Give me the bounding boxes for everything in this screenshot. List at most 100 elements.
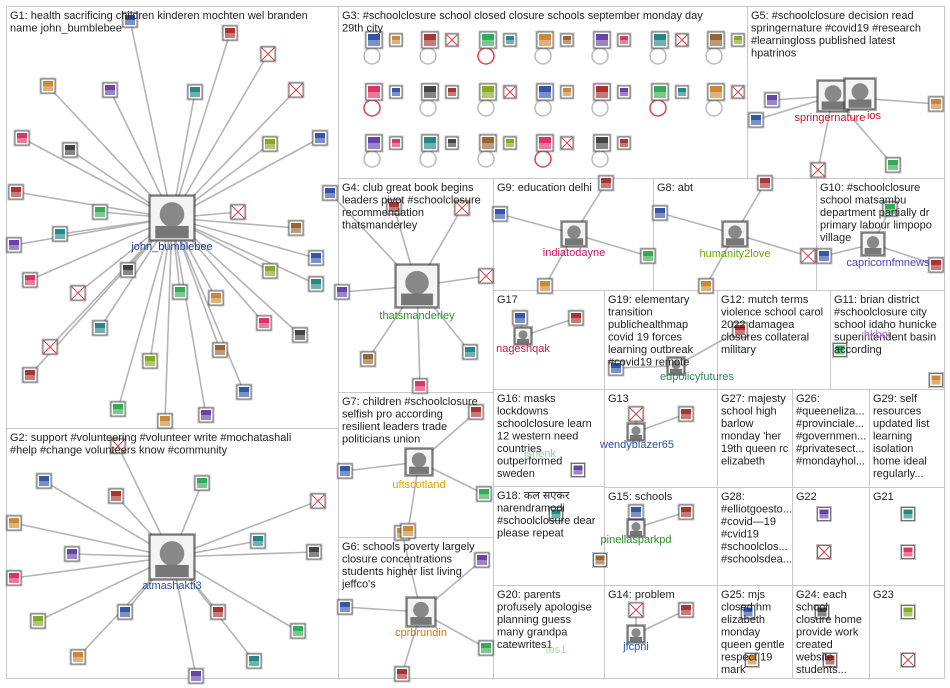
node-springernature-1[interactable] bbox=[809, 161, 827, 179]
node-g3-3[interactable] bbox=[535, 30, 555, 50]
node-atmashakti3-14[interactable] bbox=[187, 667, 205, 685]
node-john_bumblebee-14[interactable] bbox=[5, 236, 23, 254]
node-g3-2[interactable] bbox=[478, 30, 498, 50]
hub-jfcpni[interactable] bbox=[626, 624, 646, 644]
node-thatsmanderley-4[interactable] bbox=[333, 283, 351, 301]
node-humanity2love-3[interactable] bbox=[697, 277, 715, 295]
node-misc-9[interactable] bbox=[822, 652, 838, 668]
node-john_bumblebee-18[interactable] bbox=[119, 261, 137, 279]
node-misc-0[interactable] bbox=[832, 342, 848, 358]
node-thatsmanderley-5[interactable] bbox=[461, 343, 479, 361]
node-wendyblazer65-0[interactable] bbox=[627, 405, 645, 423]
hub-pinellasparkpd[interactable] bbox=[626, 518, 646, 538]
hub-indiatodayne[interactable] bbox=[560, 220, 588, 248]
node-g3-17[interactable] bbox=[535, 133, 555, 153]
node-john_bumblebee-27[interactable] bbox=[255, 314, 273, 332]
node-g3b-2[interactable] bbox=[502, 32, 518, 48]
node-john_bumblebee-4[interactable] bbox=[101, 81, 119, 99]
node-atmashakti3-13[interactable] bbox=[69, 648, 87, 666]
node-g3-0[interactable] bbox=[364, 30, 384, 50]
hub-hpatrinos_partial[interactable] bbox=[843, 77, 877, 111]
node-john_bumblebee-30[interactable] bbox=[235, 383, 253, 401]
node-atmashakti3-11[interactable] bbox=[209, 603, 227, 621]
node-g3b-1[interactable] bbox=[444, 32, 460, 48]
node-g3-1[interactable] bbox=[420, 30, 440, 50]
node-atmashakti3-9[interactable] bbox=[29, 612, 47, 630]
node-g3-16[interactable] bbox=[478, 133, 498, 153]
node-john_bumblebee-8[interactable] bbox=[61, 141, 79, 159]
node-g3-9[interactable] bbox=[478, 82, 498, 102]
node-john_bumblebee-19[interactable] bbox=[261, 262, 279, 280]
node-g3b-9[interactable] bbox=[502, 84, 518, 100]
node-john_bumblebee-24[interactable] bbox=[41, 338, 59, 356]
node-john_bumblebee-32[interactable] bbox=[109, 400, 127, 418]
hub-springernature[interactable] bbox=[816, 79, 850, 113]
node-uftscotland-3[interactable] bbox=[399, 522, 417, 540]
node-springernature-3[interactable] bbox=[927, 95, 945, 113]
node-g3-7[interactable] bbox=[364, 82, 384, 102]
node-atmashakti3-8[interactable] bbox=[305, 543, 323, 561]
node-misc-8[interactable] bbox=[740, 604, 756, 620]
node-john_bumblebee-0[interactable] bbox=[121, 11, 139, 29]
node-capricornfmnews-0[interactable] bbox=[815, 247, 833, 265]
node-uftscotland-2[interactable] bbox=[475, 485, 493, 503]
node-john_bumblebee-6[interactable] bbox=[287, 81, 305, 99]
node-john_bumblebee-33[interactable] bbox=[156, 412, 174, 430]
node-uftscotland-0[interactable] bbox=[336, 462, 354, 480]
node-misc-13[interactable] bbox=[548, 506, 564, 522]
node-indiatodayne-2[interactable] bbox=[639, 247, 657, 265]
node-humanity2love-1[interactable] bbox=[756, 174, 774, 192]
node-pinellasparkpd-0[interactable] bbox=[627, 503, 645, 521]
node-john_bumblebee-1[interactable] bbox=[221, 24, 239, 42]
node-nageshqak-0[interactable] bbox=[511, 309, 529, 327]
node-thatsmanderley-3[interactable] bbox=[477, 267, 495, 285]
hub-humanity2love[interactable] bbox=[721, 220, 749, 248]
node-g3b-12[interactable] bbox=[674, 84, 690, 100]
node-john_bumblebee-3[interactable] bbox=[39, 77, 57, 95]
node-g3b-14[interactable] bbox=[388, 135, 404, 151]
node-misc-11[interactable] bbox=[744, 652, 760, 668]
node-g3b-15[interactable] bbox=[444, 135, 460, 151]
node-atmashakti3-2[interactable] bbox=[193, 474, 211, 492]
node-g3-8[interactable] bbox=[420, 82, 440, 102]
node-atmashakti3-10[interactable] bbox=[116, 603, 134, 621]
node-g3b-11[interactable] bbox=[616, 84, 632, 100]
node-thatsmanderley-2[interactable] bbox=[453, 199, 471, 217]
node-thatsmanderley-0[interactable] bbox=[321, 184, 339, 202]
node-uftscotland-1[interactable] bbox=[467, 403, 485, 421]
node-atmashakti3-6[interactable] bbox=[309, 492, 327, 510]
node-g3b-13[interactable] bbox=[730, 84, 746, 100]
node-atmashakti3-16[interactable] bbox=[109, 437, 127, 455]
node-springernature-0[interactable] bbox=[747, 111, 765, 129]
node-john_bumblebee-21[interactable] bbox=[69, 284, 87, 302]
node-humanity2love-2[interactable] bbox=[799, 247, 817, 265]
node-g3-5[interactable] bbox=[650, 30, 670, 50]
node-g3b-0[interactable] bbox=[388, 32, 404, 48]
node-john_bumblebee-17[interactable] bbox=[21, 271, 39, 289]
node-misc-2[interactable] bbox=[816, 506, 832, 522]
node-misc-3[interactable] bbox=[900, 506, 916, 522]
node-atmashakti3-0[interactable] bbox=[35, 472, 53, 490]
node-indiatodayne-1[interactable] bbox=[597, 174, 615, 192]
node-john_bumblebee-29[interactable] bbox=[141, 352, 159, 370]
node-cprbrundin-2[interactable] bbox=[477, 639, 495, 657]
node-cprbrundin-1[interactable] bbox=[393, 665, 411, 683]
hub-uftscotland[interactable] bbox=[404, 447, 434, 477]
hub-capricornfmnews[interactable] bbox=[860, 231, 886, 257]
hub-edpolicyfutures[interactable] bbox=[666, 356, 686, 376]
node-g3-14[interactable] bbox=[364, 133, 384, 153]
node-cprbrundin-4[interactable] bbox=[473, 551, 491, 569]
node-humanity2love-0[interactable] bbox=[651, 204, 669, 222]
node-g3b-6[interactable] bbox=[730, 32, 746, 48]
node-g3b-18[interactable] bbox=[616, 135, 632, 151]
node-atmashakti3-4[interactable] bbox=[63, 545, 81, 563]
node-g3b-3[interactable] bbox=[559, 32, 575, 48]
node-g3b-10[interactable] bbox=[559, 84, 575, 100]
node-g3-15[interactable] bbox=[420, 133, 440, 153]
node-john_bumblebee-34[interactable] bbox=[197, 406, 215, 424]
node-john_bumblebee-35[interactable] bbox=[307, 275, 325, 293]
hub-thatsmanderley[interactable] bbox=[394, 263, 440, 309]
node-wendyblazer65-1[interactable] bbox=[677, 405, 695, 423]
node-misc-1[interactable] bbox=[928, 372, 944, 388]
node-atmashakti3-5[interactable] bbox=[249, 532, 267, 550]
